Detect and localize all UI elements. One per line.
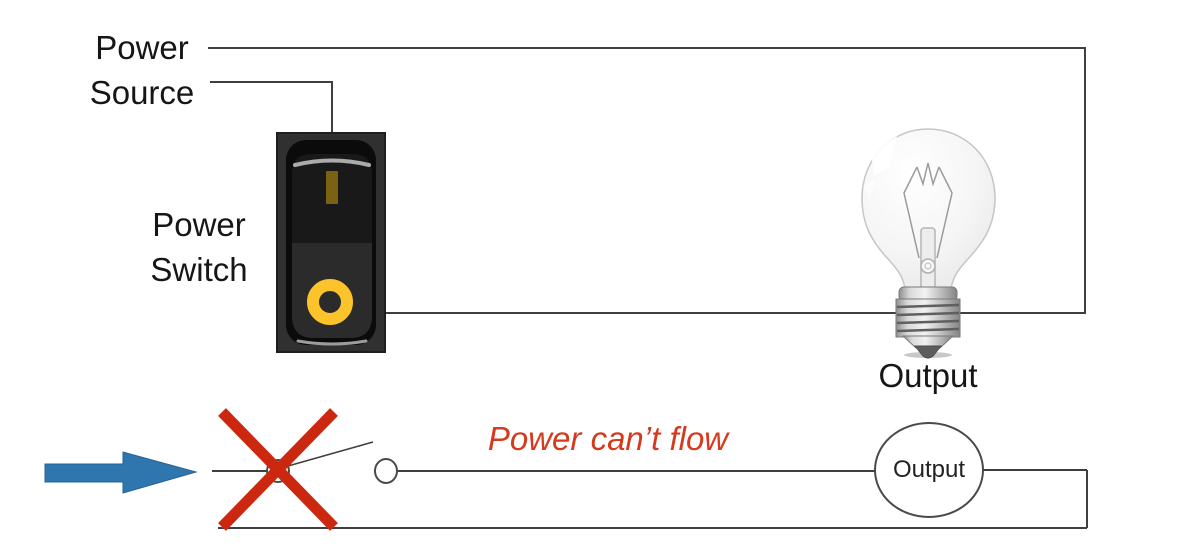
switch-highlight [293, 158, 371, 167]
power-source-label: Power Source [89, 29, 195, 111]
power-switch-label: Power Switch [150, 206, 248, 288]
output-node-label: Output [892, 456, 966, 483]
bulb-highlight [871, 136, 897, 176]
switch-off-ring-symbol [307, 279, 353, 325]
top-circuit-wires [208, 47, 1086, 314]
switch-open-contact [374, 458, 398, 484]
annotation-text: Power can’t flow [487, 420, 729, 457]
switch-bottom-rim [296, 339, 368, 346]
bulb-contact-tip [913, 345, 943, 359]
cross-stroke-2 [218, 408, 338, 531]
light-bulb-icon [861, 128, 996, 359]
bulb-screw-threads [896, 303, 960, 333]
bulb-stem-joint-inner [924, 262, 932, 270]
source-wire [210, 81, 333, 133]
bulb-filament [903, 162, 953, 259]
bulb-stem-joint [920, 258, 936, 274]
switch-on-bar-symbol [326, 171, 338, 204]
switch-lever-open [287, 441, 374, 467]
bulb-output-label: Output [878, 357, 978, 394]
rocker-switch-icon [276, 132, 386, 353]
no-flow-cross-icon [218, 408, 338, 531]
bulb-highlight-small [863, 180, 875, 200]
power-wire [208, 47, 1086, 314]
flow-arrow-icon [44, 451, 198, 494]
